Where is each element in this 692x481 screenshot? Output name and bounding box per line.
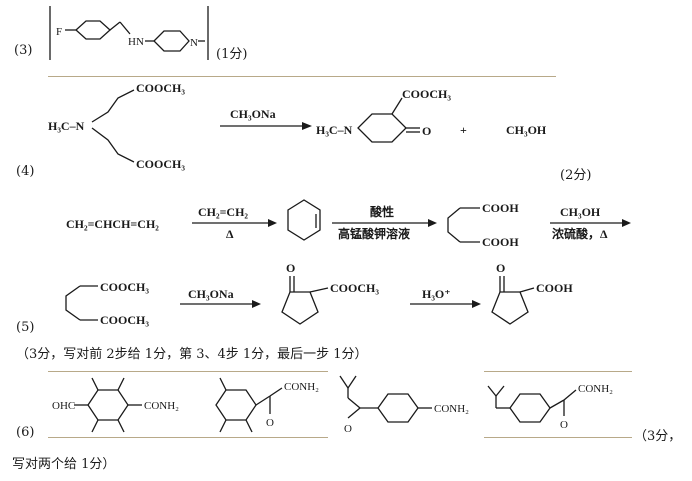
q6-s2-o: O <box>266 417 274 429</box>
atom-hn: HN <box>128 36 144 48</box>
q5-ketoester-ester: COOCH₃ <box>330 281 379 295</box>
q4-product-amine: H₃C–N <box>316 123 353 137</box>
q3-structure: F HN N <box>49 6 209 60</box>
divider-3b <box>484 437 632 438</box>
q5-step3-top: CH₃OH <box>560 205 601 219</box>
divider-1 <box>48 76 556 77</box>
q4-reactant-amine: H₃C–N <box>48 119 85 133</box>
q5-diacid-top: COOH <box>482 201 519 215</box>
q5-step2-bottom: 高锰酸钾溶液 <box>338 226 410 241</box>
q5-step3-bottom: 浓硫酸，Δ <box>552 226 608 241</box>
q4-product-ring <box>357 113 407 143</box>
q5-step1-bottom: Δ <box>226 227 234 241</box>
q6-s2-ring <box>215 389 257 421</box>
q5-step2-top: 酸性 <box>370 204 394 219</box>
q5-step5: H₃O⁺ <box>422 287 451 301</box>
q5-score-note: （3分，写对前 2步给 1分，第 3、4步 1分，最后一步 1分） <box>16 347 368 362</box>
q5-ketoester-ring <box>281 291 319 325</box>
q4-byproduct: CH₃OH <box>506 123 547 137</box>
q4-product-ester: COOCH₃ <box>402 87 451 101</box>
q4-reagent: CH₃ONa <box>230 107 276 121</box>
q3-score: (1分) <box>216 47 248 62</box>
q5-step1-top: CH₂=CH₂ <box>198 205 248 219</box>
piperidine-ring <box>153 30 190 52</box>
q5-diester-bottom: COOCH₃ <box>100 313 149 327</box>
q6-s1-ring <box>87 389 129 421</box>
atom-f: F <box>56 26 62 38</box>
q6-s4-right: CONH₂ <box>578 383 613 395</box>
q6-label: (6) <box>16 425 35 440</box>
atom-n: N <box>190 37 198 49</box>
q6-s3-right: CONH₂ <box>434 403 469 415</box>
cyclohexene <box>287 199 321 241</box>
divider-2a <box>48 371 328 372</box>
benzene-ring <box>75 20 111 40</box>
q4-score: (2分) <box>560 168 592 183</box>
q5-diester-top: COOCH₃ <box>100 280 149 294</box>
q6-s1-left: OHC <box>52 400 75 412</box>
q4-label: (4) <box>16 164 35 179</box>
q3-label: (3) <box>14 43 33 58</box>
q6-s3-o: O <box>344 423 352 435</box>
q5-start: CH₂=CHCH=CH₂ <box>66 217 159 231</box>
q6-score-a: （3分， <box>634 429 682 444</box>
divider-3a <box>48 437 328 438</box>
q5-ketoester-o: O <box>286 261 295 275</box>
q5-ketoacid-o: O <box>496 261 505 275</box>
q5-ketoacid-acid: COOH <box>536 281 573 295</box>
q5-step4: CH₃ONa <box>188 287 234 301</box>
q5-diacid-bottom: COOH <box>482 235 519 249</box>
q4-plus: + <box>460 123 467 137</box>
q5-ketoacid-ring <box>491 291 529 325</box>
q6-score-b: 写对两个给 1分） <box>12 457 116 472</box>
q5-row1: CH₂=CHCH=CH₂ CH₂=CH₂ Δ 酸性 高锰酸钾溶液 COOH CO… <box>66 199 631 249</box>
q6-s1-right: CONH₂ <box>144 400 179 412</box>
q6-s3-ring <box>377 393 419 423</box>
q6-s4-ring <box>509 393 551 423</box>
q5-label: (5) <box>16 320 35 335</box>
q6-s2-right: CONH₂ <box>284 381 319 393</box>
q6-structures: OHC CONH₂ O CONH₂ O CONH₂ O CONH₂ <box>52 375 613 435</box>
q4-reactant-ester-bottom: COOCH₃ <box>136 157 185 171</box>
q5-row2: COOCH₃ COOCH₃ CH₃ONa O COOCH₃ H₃O⁺ O COO… <box>65 261 573 327</box>
q4-reactant-ester-top: COOCH₃ <box>136 81 185 95</box>
q6-s4-o: O <box>560 419 568 431</box>
q4-product-carbonyl: O <box>422 124 431 138</box>
divider-2b <box>484 371 632 372</box>
q4-reaction: H₃C–N COOCH₃ COOCH₃ CH₃ONa H₃C–N COOCH₃ … <box>48 81 547 171</box>
